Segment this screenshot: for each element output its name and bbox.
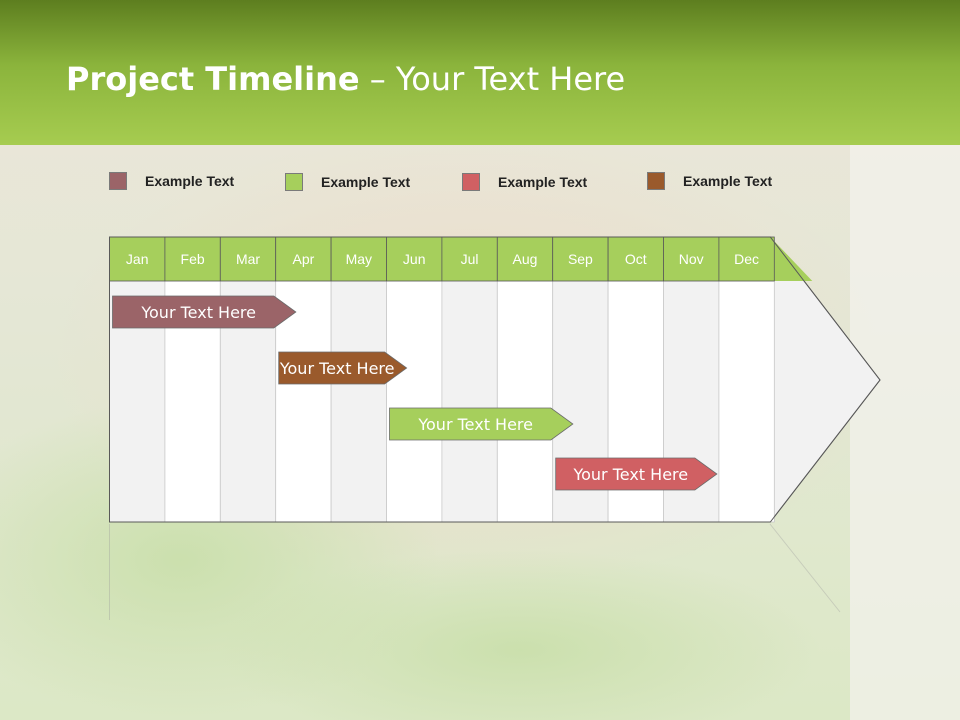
month-label-feb: Feb (181, 251, 205, 267)
task-arrow-shape-3 (389, 407, 574, 441)
month-column-jul (441, 280, 498, 523)
task-bar-2: Your Text Here (278, 351, 408, 385)
task-label-1: Your Text Here (140, 303, 256, 322)
month-header-row: Jan Feb Mar Apr May Jun Jul Aug Sep Oct Nov Dec (109, 236, 813, 282)
title-banner (0, 0, 960, 145)
legend-item-3: Example Text (462, 172, 587, 192)
month-label-may: May (346, 251, 372, 267)
month-label-dec: Dec (734, 251, 759, 267)
month-header-cell-oct (607, 236, 664, 282)
month-label-jul: Jul (461, 251, 479, 267)
task-bar-3: Your Text Here (389, 407, 574, 441)
task-label-3: Your Text Here (417, 415, 533, 434)
month-header-cell-jan (109, 236, 166, 282)
task-label-4: Your Text Here (572, 465, 688, 484)
legend-item-4: Example Text (647, 171, 772, 191)
task-arrow-shape-1 (112, 295, 297, 329)
month-header-cell-aug (496, 236, 554, 282)
month-header-cell-mar (219, 236, 277, 282)
legend-item-2: Example Text (285, 172, 410, 192)
title-bold-part: Project Timeline (66, 60, 360, 98)
task-label-2: Your Text Here (279, 359, 395, 378)
title-regular-part: – Your Text Here (359, 60, 626, 98)
month-header-cell-nov (663, 236, 720, 282)
timeline-arrow-reflection (109, 523, 841, 620)
task-arrow-shape-4 (555, 457, 718, 491)
month-label-aug: Aug (513, 251, 538, 267)
legend-item-1: Example Text (109, 171, 234, 191)
month-label-jun: Jun (403, 251, 426, 267)
legend-label-1: Example Text (145, 173, 235, 189)
slide-title: Project Timeline – Your Text Here (66, 60, 625, 98)
month-label-apr: Apr (293, 251, 315, 267)
month-column-dec (718, 280, 775, 523)
legend-swatch-3 (462, 173, 480, 191)
task-arrow-shape-2 (278, 351, 408, 385)
month-header-cell-may (330, 236, 387, 282)
month-column-may (330, 280, 387, 523)
month-column-aug (496, 280, 554, 523)
legend-swatch-2 (285, 173, 303, 191)
month-header-cell-feb (164, 236, 221, 282)
month-label-mar: Mar (236, 251, 260, 267)
month-column-apr (275, 280, 332, 523)
task-bar-4: Your Text Here (555, 457, 718, 491)
month-label-jan: Jan (126, 251, 149, 267)
month-label-sep: Sep (568, 251, 593, 267)
timeline-arrow-outline (109, 236, 881, 523)
month-column-jun (386, 280, 443, 523)
legend-swatch-1 (109, 172, 127, 190)
month-header-cell-jul (441, 236, 498, 282)
task-bar-1: Your Text Here (112, 295, 297, 329)
month-label-oct: Oct (625, 251, 647, 267)
legend-label-2: Example Text (321, 174, 411, 190)
month-label-nov: Nov (679, 251, 704, 267)
legend-label-3: Example Text (498, 174, 588, 190)
legend-label-4: Example Text (683, 173, 773, 189)
legend-swatch-4 (647, 172, 665, 190)
header-arrow-segment (770, 237, 813, 281)
month-header-cell-dec (718, 236, 775, 282)
